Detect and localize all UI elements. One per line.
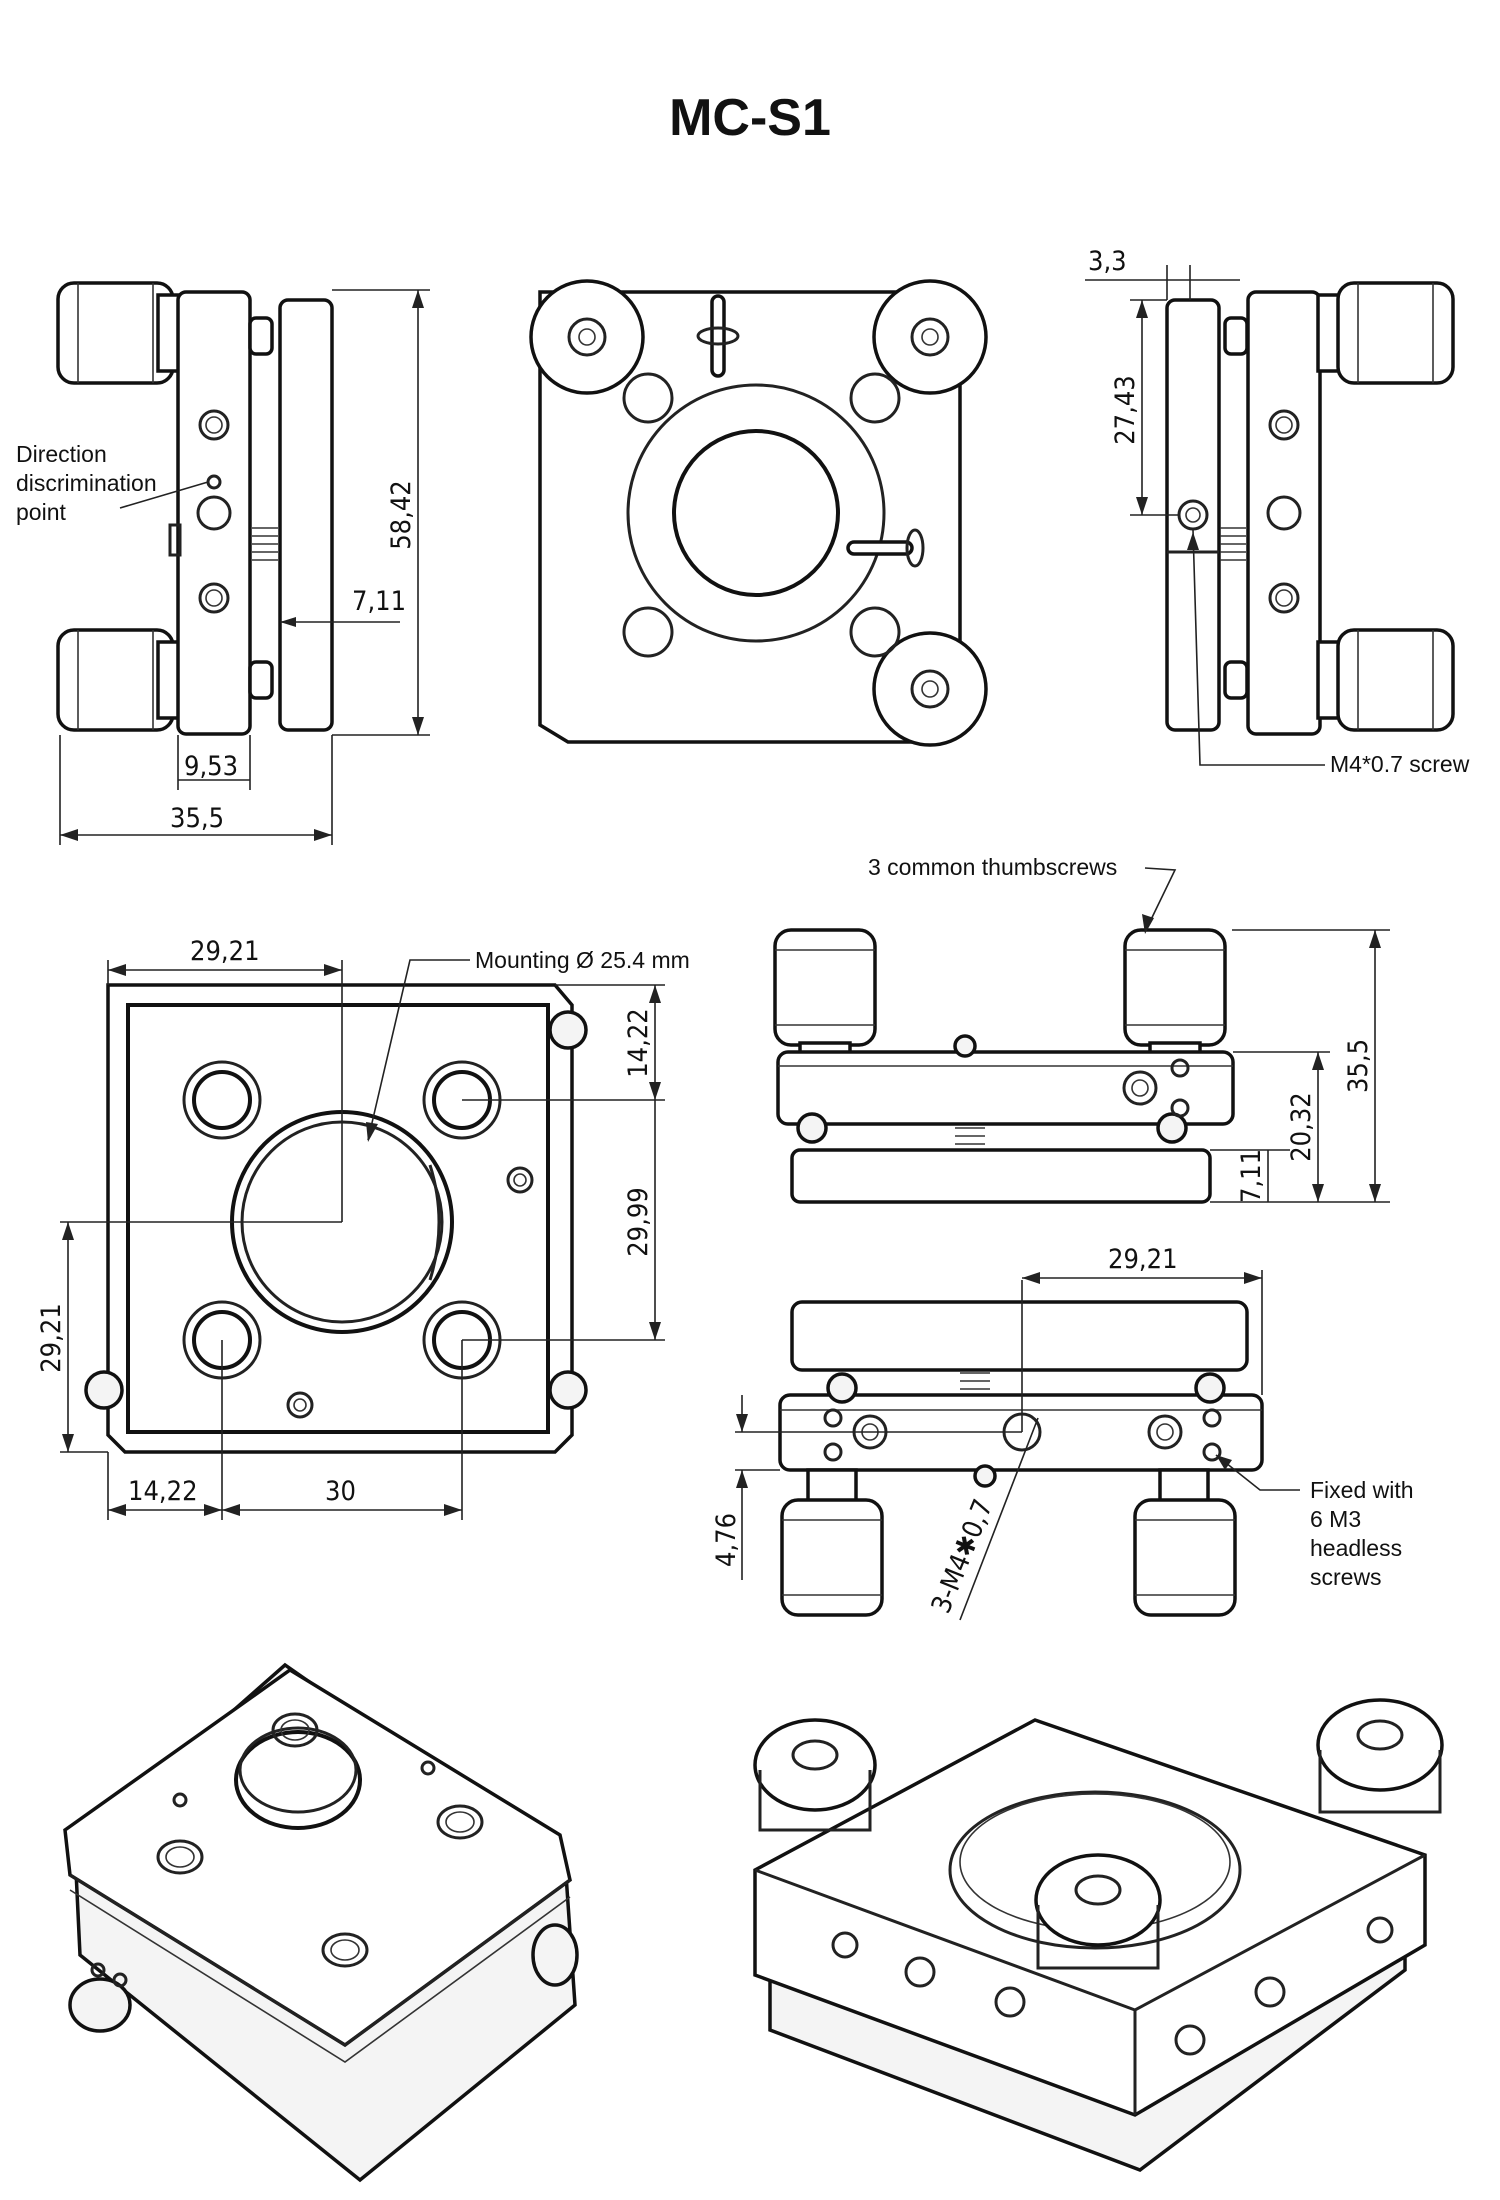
note-fixed-with: Fixed with 6 M3 headless screws	[1310, 1477, 1420, 1590]
note-fixed-line3: headless	[1310, 1535, 1402, 1561]
note-direction-line3: point	[16, 499, 66, 525]
dim-right-hole-height: 27,43	[1110, 375, 1141, 445]
front-view-top	[529, 279, 988, 747]
isometric-view-left	[63, 1662, 579, 2183]
note-direction-line2: discrimination	[16, 470, 157, 496]
note-direction-line1: Direction	[16, 441, 107, 467]
drawing-title: MC-S1	[669, 89, 831, 147]
dim-side-mid-height: 20,32	[1286, 1092, 1317, 1162]
note-mounting: Mounting Ø 25.4 mm	[475, 947, 690, 973]
note-m4-screw: M4*0.7 screw	[1330, 751, 1470, 777]
dim-side-plate: 7,11	[1236, 1149, 1267, 1203]
dim-front-bottom-spacing: 30	[325, 1476, 356, 1507]
note-fixed-line2: 6 M3	[1310, 1506, 1361, 1532]
dim-front-top-width: 29,21	[190, 936, 260, 967]
isometric-view-right	[753, 1698, 1444, 2172]
dim-front-right-spacing: 29,99	[623, 1187, 654, 1257]
dim-left-width: 35,5	[170, 803, 224, 834]
note-thumbscrews: 3 common thumbscrews	[868, 854, 1117, 880]
front-plate-view: 29,21 14,22 29,99 29,21 14,22 30 Mountin…	[36, 936, 690, 1520]
dim-front-left-height: 29,21	[36, 1303, 67, 1373]
dim-front-right-top: 14,22	[623, 1008, 654, 1078]
dim-bottom-view-offset: 4,76	[711, 1513, 742, 1567]
dim-bottom-view-thread: 3-M4✱0,7	[926, 1495, 1000, 1618]
dim-left-plate: 7,11	[352, 586, 406, 617]
dim-bottom-view-width: 29,21	[1108, 1244, 1178, 1275]
left-side-view: 58,42 7,11 9,53 35,5 Direction discrimin…	[16, 281, 430, 845]
note-fixed-line1: Fixed with	[1310, 1477, 1414, 1503]
side-view-thumbscrews: 35,5 20,32 7,11 3 common thumbscrews	[773, 854, 1390, 1204]
dim-left-offset: 9,53	[184, 751, 238, 782]
dim-front-bottom-left: 14,22	[128, 1476, 198, 1507]
dim-side-total-height: 35,5	[1343, 1039, 1374, 1093]
dim-right-offset: 3,3	[1088, 246, 1127, 277]
right-side-view: 3,3 27,43 M4*0.7 screw	[1085, 246, 1470, 777]
bottom-view-fixing: 29,21 4,76 3-M4✱0,7 Fixed with 6 M3 head…	[711, 1244, 1420, 1621]
dim-left-height: 58,42	[386, 480, 417, 550]
note-fixed-line4: screws	[1310, 1564, 1382, 1590]
note-direction-point: Direction discrimination point	[16, 441, 163, 525]
